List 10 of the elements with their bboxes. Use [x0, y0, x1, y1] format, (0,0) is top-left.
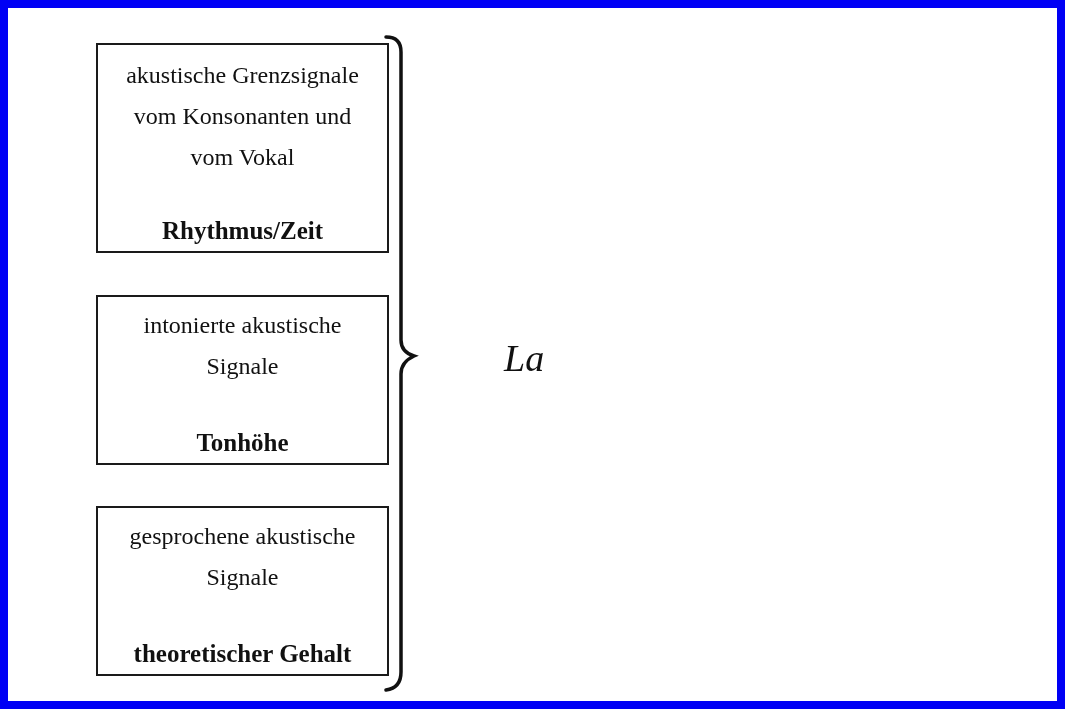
handwritten-label: La [504, 336, 545, 380]
text-box [96, 506, 389, 676]
box-text: intonierte akustische Signale [142, 311, 343, 381]
box-text: gesprochene akustische Signale [128, 522, 357, 592]
box-heading: theoretischer Gehalt [133, 640, 352, 668]
box-heading: Tonhöhe [196, 429, 289, 457]
text-box [96, 295, 389, 465]
box-text: akustische Grenzsignale vom Konsonanten und vom Vokal [125, 61, 360, 172]
text-box [96, 43, 389, 253]
box-heading: Rhythmus/Zeit [161, 217, 324, 245]
